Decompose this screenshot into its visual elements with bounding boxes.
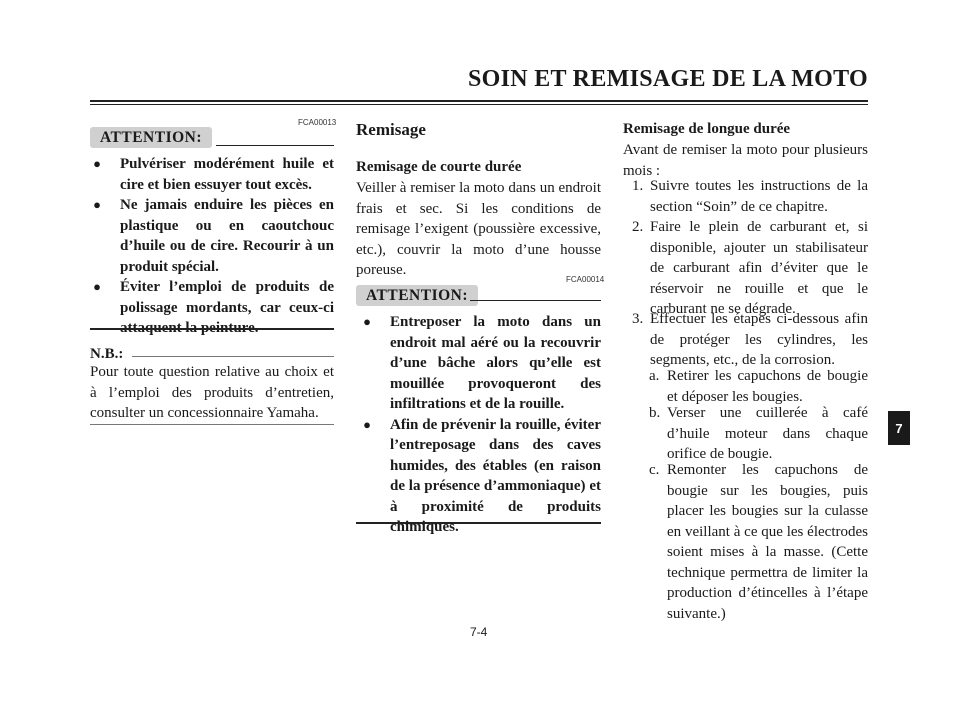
list-item: ●Ne jamais enduire les pièces en plastiq… [90, 195, 334, 277]
substep-item: b.Verser une cuillerée à café d’huile mo… [649, 405, 868, 462]
page-number: 7-4 [470, 625, 488, 639]
subsection-heading: Remisage de courte durée [356, 159, 522, 175]
chapter-tab: 7 [888, 411, 910, 445]
list-item: ●Pulvériser modérément huile et cire et … [90, 154, 334, 195]
step-item: 1.Suivre toutes les instructions de la s… [632, 178, 868, 215]
step-item: 3.Effectuer les étapes ci-dessous afin d… [632, 311, 868, 368]
short-storage-text: Veiller à remiser la moto dans un endroi… [356, 180, 601, 278]
note-label: N.B.: [90, 346, 124, 362]
caution-end-rule [356, 522, 601, 524]
bullet-icon: ● [93, 279, 101, 294]
attention-label: ATTENTION: [90, 127, 213, 148]
section-heading: Remisage [356, 120, 426, 139]
attention-rule [216, 145, 334, 146]
note-text: Pour toute question relative au choix et… [90, 364, 334, 421]
attention-label: ATTENTION: [356, 285, 479, 306]
note-rule [132, 356, 334, 357]
page-title: SOIN ET REMISAGE DE LA MOTO [468, 66, 868, 92]
caution-end-rule [90, 328, 334, 330]
substep-item: c.Remonter les capuchons de bougie sur l… [649, 462, 868, 622]
bullet-icon: ● [93, 197, 101, 212]
header-rule-thin [90, 104, 868, 105]
list-item: ●Éviter l’emploi de produits de polissag… [90, 277, 334, 339]
long-storage-intro: Avant de remiser la moto pour plusieurs … [623, 142, 868, 179]
list-item: ●Afin de prévenir la rouille, éviter l’e… [360, 415, 601, 538]
caution-code: FCA00013 [298, 118, 337, 127]
header-rule [90, 100, 868, 102]
bullet-icon: ● [363, 314, 371, 329]
attention-rule [470, 300, 601, 301]
caution-list: ●Pulvériser modérément huile et cire et … [90, 154, 334, 339]
bullet-icon: ● [363, 416, 371, 432]
substep-item: a.Retirer les capuchons de bougie et dép… [649, 368, 868, 405]
bullet-icon: ● [93, 156, 101, 171]
subsection-heading: Remisage de longue durée [623, 121, 791, 137]
caution-code: FCA00014 [566, 275, 605, 284]
step-item: 2.Faire le plein de carburant et, si dis… [632, 219, 868, 317]
note-end-rule [90, 424, 334, 425]
caution-list: ●Entreposer la moto dans un endroit mal … [360, 312, 601, 538]
list-item: ●Entreposer la moto dans un endroit mal … [360, 312, 601, 415]
